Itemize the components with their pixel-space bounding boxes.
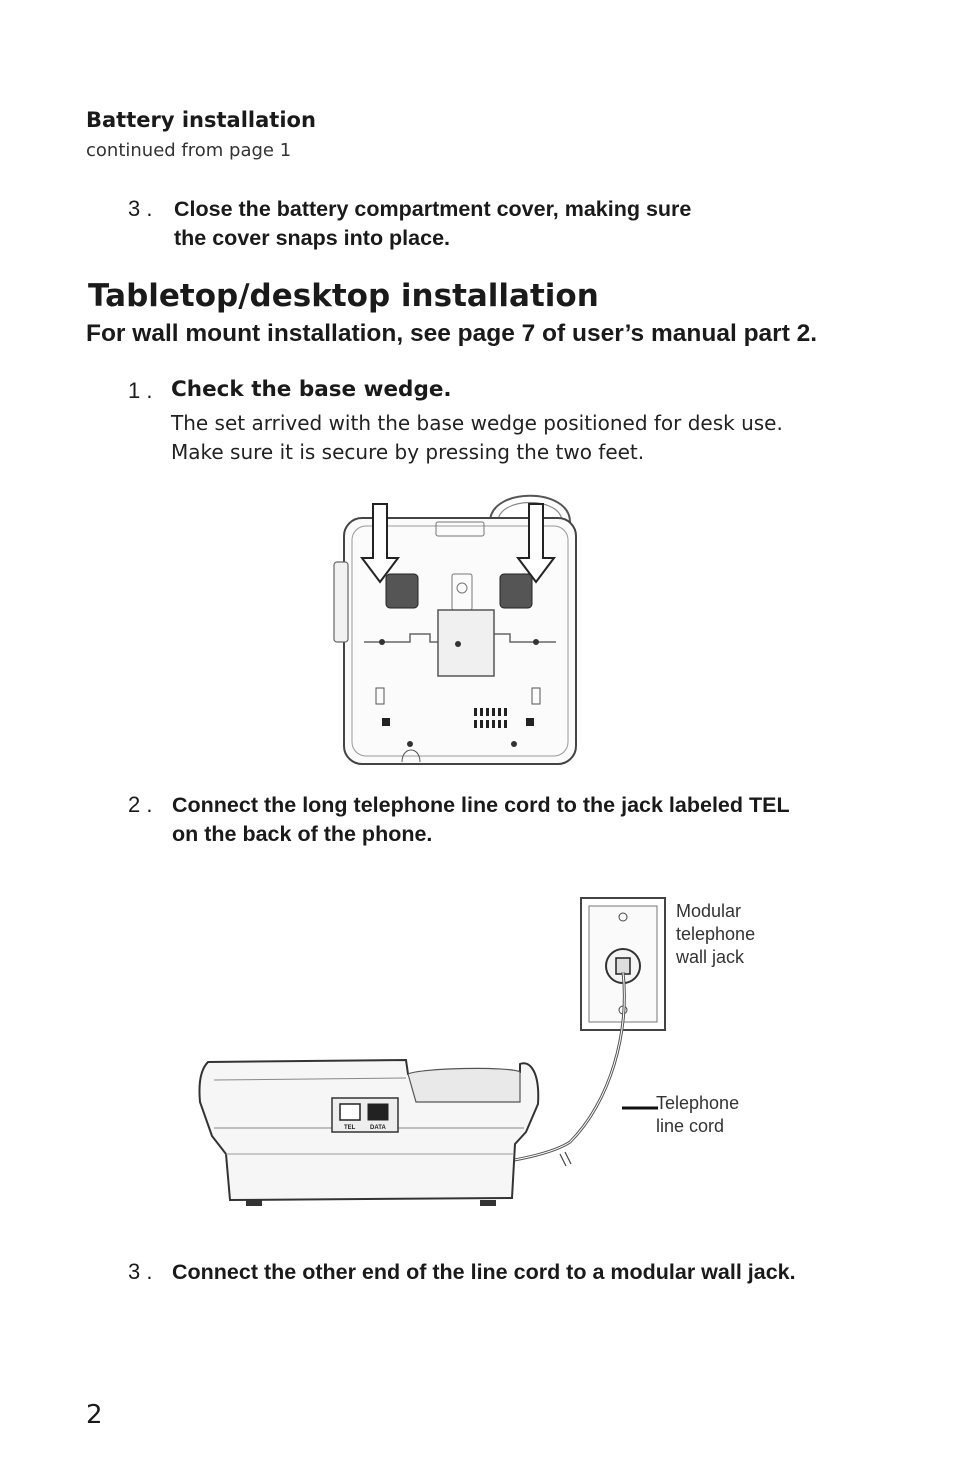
phone-base-icon: TEL DATA <box>198 1058 540 1206</box>
step1-line2: Make sure it is secure by pressing the t… <box>171 440 645 464</box>
page-number: 2 <box>86 1400 103 1430</box>
step1-number: 1 . <box>128 378 153 403</box>
wall-jack-label-line1: Modular <box>676 901 742 921</box>
base-wedge-illustration <box>333 494 577 765</box>
step3-number: 3 . <box>128 1259 153 1284</box>
battery-step-line2: the cover snaps into place. <box>174 226 451 250</box>
cord-label-line2: line cord <box>656 1116 725 1136</box>
section-title: Battery installation <box>86 108 316 132</box>
step1-line1: The set arrived with the base wedge posi… <box>171 411 783 435</box>
battery-step-line1: Close the battery compartment cover, mak… <box>174 197 692 221</box>
data-port-label: DATA <box>370 1125 386 1131</box>
arrow-down-icon <box>360 503 400 584</box>
page-heading: Tabletop/desktop installation <box>88 278 599 314</box>
battery-step-number: 3 . <box>128 196 153 221</box>
wall-jack-label-line3: wall jack <box>676 947 745 967</box>
connection-diagram: TEL DATA <box>198 897 666 1206</box>
tel-port-label: TEL <box>344 1125 356 1131</box>
step2-line1: Connect the long telephone line cord to … <box>172 793 790 817</box>
page-subheading: For wall mount installation, see page 7 … <box>86 320 818 347</box>
wall-jack-label-line2: telephone <box>676 924 756 944</box>
section-subtitle: continued from page 1 <box>86 140 292 161</box>
step2-number: 2 . <box>128 792 153 817</box>
arrow-down-icon <box>516 503 556 584</box>
step2-line2: on the back of the phone. <box>172 822 433 846</box>
step1-title: Check the base wedge. <box>171 377 452 402</box>
step3-line1: Connect the other end of the line cord t… <box>172 1260 796 1284</box>
cord-label-line1: Telephone <box>656 1093 740 1113</box>
